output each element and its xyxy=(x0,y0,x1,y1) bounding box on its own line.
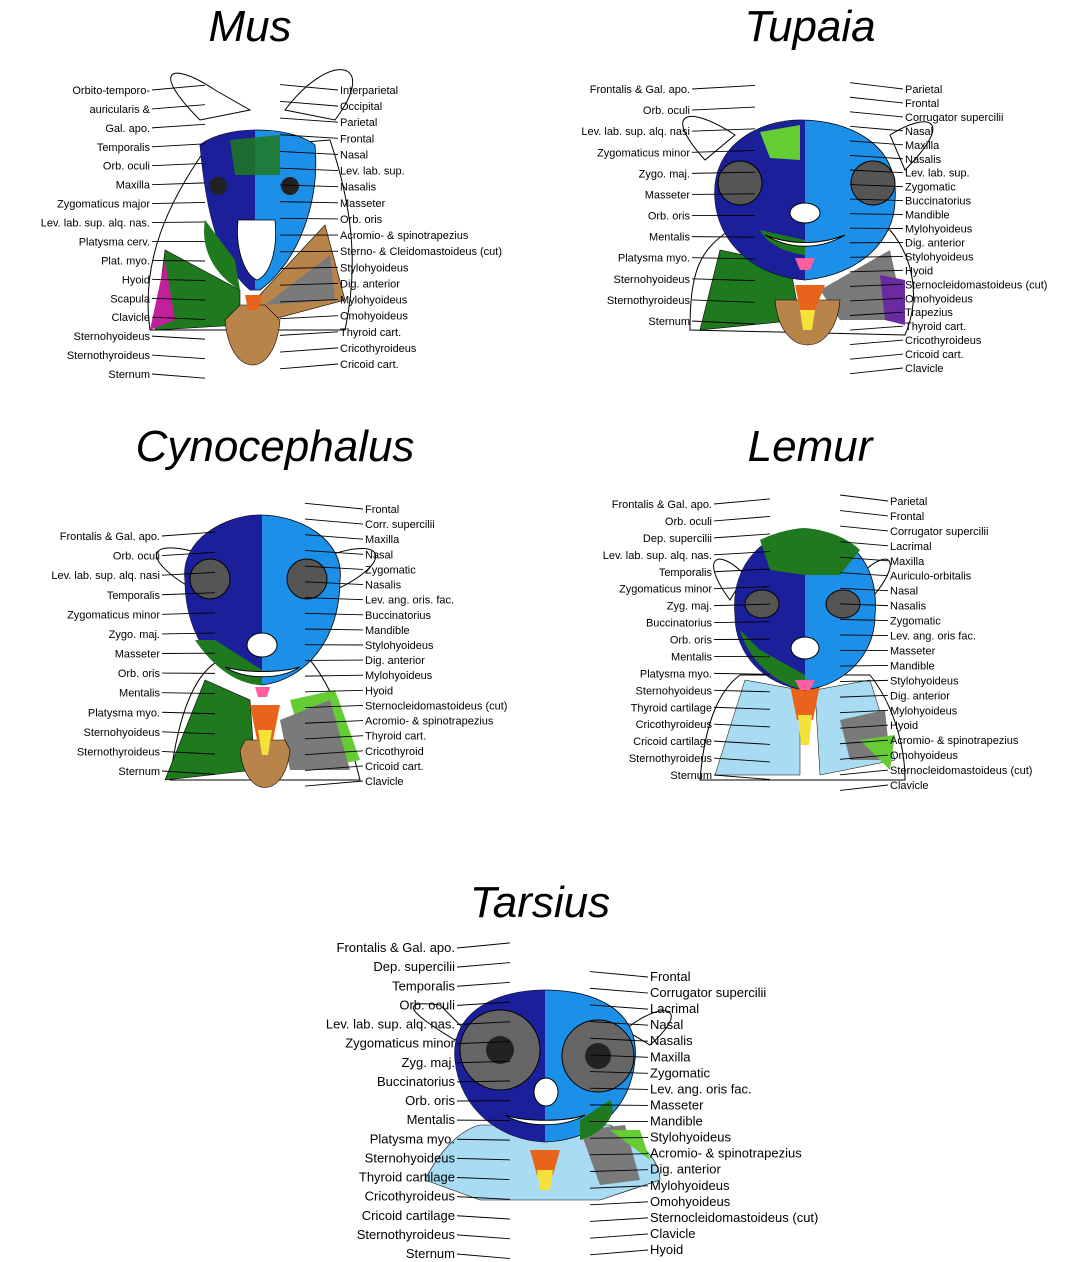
label-cricothyroideus: Cricothyroideus xyxy=(365,1189,456,1204)
leader-line xyxy=(590,1170,648,1172)
label-nasal: Nasal xyxy=(650,1017,683,1032)
label-sternohyoideus: Sternohyoideus xyxy=(365,1150,456,1165)
leader-line xyxy=(590,1250,648,1255)
label-mandible: Mandible xyxy=(650,1114,703,1129)
leader-line xyxy=(590,1138,648,1139)
leader-line xyxy=(457,1235,510,1239)
leader-line xyxy=(590,1202,648,1205)
label-zygomaticus-minor: Zygomaticus minor xyxy=(345,1036,455,1051)
leader-line xyxy=(590,1005,648,1009)
label-nasalis: Nasalis xyxy=(650,1033,693,1048)
label-clavicle: Clavicle xyxy=(650,1226,696,1241)
leader-line xyxy=(457,1022,510,1025)
leader-line xyxy=(590,1218,648,1222)
label-stylohyoideus: Stylohyoideus xyxy=(650,1130,731,1145)
label-sternocleidomastoideus-cut: Sternocleidomastoideus (cut) xyxy=(650,1210,818,1225)
leader-line xyxy=(457,943,510,948)
leader-line xyxy=(457,1216,510,1219)
leader-line xyxy=(457,1254,510,1259)
label-cricoid-cartilage: Cricoid cartilage xyxy=(362,1208,455,1223)
label-lev-ang-oris-fac: Lev. ang. oris fac. xyxy=(650,1081,752,1096)
label-sternothyroideus: Sternothyroideus xyxy=(357,1227,456,1242)
leader-line xyxy=(590,1022,648,1026)
label-thyroid-cartilage: Thyroid cartilage xyxy=(359,1170,455,1185)
leader-line xyxy=(457,1002,510,1005)
label-platysma-myo: Platysma myo. xyxy=(370,1131,455,1146)
label-maxilla: Maxilla xyxy=(650,1049,691,1064)
label-zygomatic: Zygomatic xyxy=(650,1065,710,1080)
leader-line xyxy=(590,988,648,993)
leader-line xyxy=(590,1055,648,1057)
label-buccinatorius: Buccinatorius xyxy=(377,1074,456,1089)
tarsius-right-labels: FrontalCorrugator superciliiLacrimalNasa… xyxy=(590,969,818,1257)
leader-line xyxy=(457,1042,510,1044)
label-masseter: Masseter xyxy=(650,1097,704,1112)
leader-line xyxy=(590,1234,648,1238)
label-orb-oris: Orb. oris xyxy=(405,1093,455,1108)
tarsius-left-labels: Frontalis & Gal. apo. Dep. superciliiTemp… xyxy=(326,940,510,1261)
label-corrugator-supercilii: Corrugator supercilii xyxy=(650,985,766,1000)
leader-line xyxy=(590,972,648,977)
leader-line xyxy=(590,1088,648,1089)
label-frontal: Frontal xyxy=(650,969,691,984)
leader-line xyxy=(457,1139,510,1140)
leader-line xyxy=(457,982,510,986)
label-temporalis: Temporalis xyxy=(392,978,455,993)
label-dig-anterior: Dig. anterior xyxy=(650,1162,721,1177)
label-orb-oculi: Orb. oculi xyxy=(399,997,455,1012)
label-acromio-spinotrapezius: Acromio- & spinotrapezius xyxy=(650,1146,802,1161)
label-zyg-maj: Zyg. maj. xyxy=(402,1055,455,1070)
label-frontalis-gal-apo: Frontalis & Gal. apo. xyxy=(337,940,456,955)
leader-line xyxy=(590,1105,648,1106)
label-hyoid: Hyoid xyxy=(650,1242,683,1257)
leader-line xyxy=(457,1178,510,1180)
leader-line xyxy=(457,1081,510,1082)
label-omohyoideus: Omohyoideus xyxy=(650,1194,731,1209)
leader-line xyxy=(590,1072,648,1074)
label-lacrimal: Lacrimal xyxy=(650,1001,699,1016)
label-dep-supercilii: Dep. supercilii xyxy=(373,959,455,974)
label-sternum: Sternum xyxy=(406,1246,455,1261)
leader-line xyxy=(457,1197,510,1200)
leader-line xyxy=(457,1158,510,1160)
label-lev-lab-sup-alq-nas: Lev. lab. sup. alq. nas. xyxy=(326,1017,455,1032)
leader-line xyxy=(590,1154,648,1155)
label-mylohyoideus: Mylohyoideus xyxy=(650,1178,730,1193)
leader-line xyxy=(457,963,510,968)
leader-line xyxy=(590,1038,648,1041)
label-mentalis: Mentalis xyxy=(407,1112,456,1127)
leader-line xyxy=(457,1061,510,1063)
leader-line xyxy=(590,1186,648,1188)
